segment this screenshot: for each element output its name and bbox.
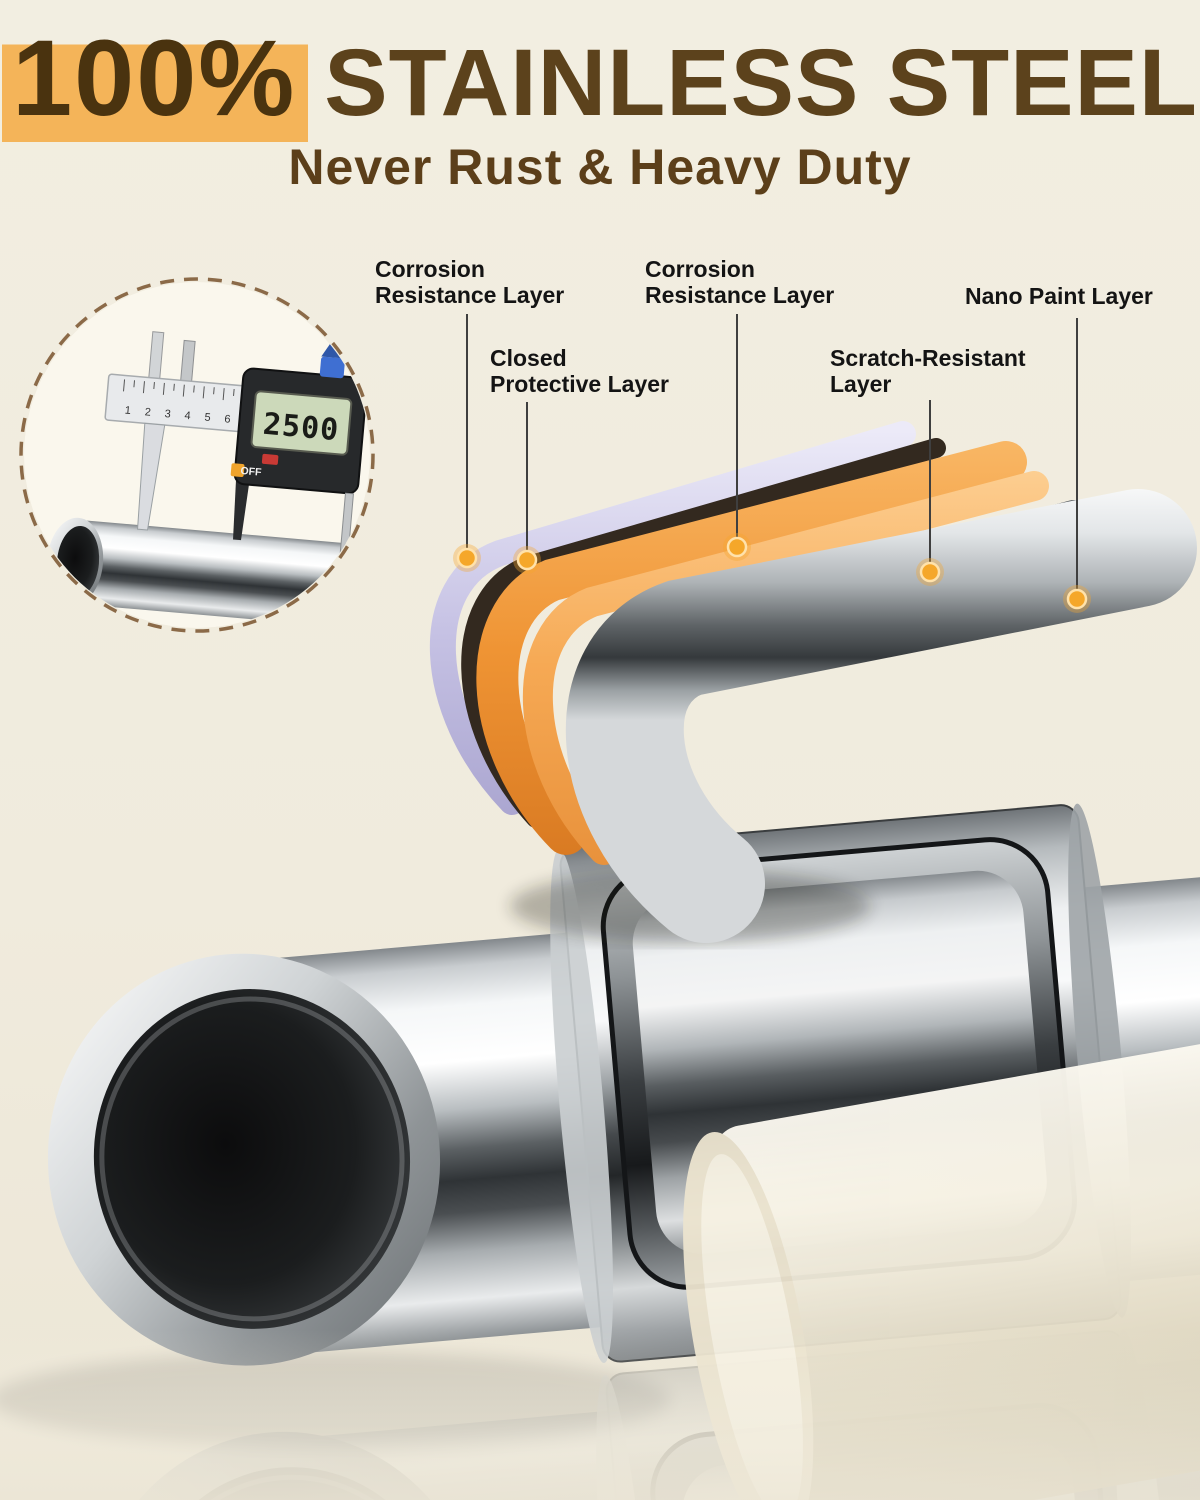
sleeve-left-cap [550,848,613,1364]
caliper-inset: 1 2 3 4 5 6 2500 OFF [19,277,375,633]
callout-line: Nano Paint Layer [965,283,1153,309]
layer-dot-4 [916,558,944,586]
callout-line: Protective Layer [490,371,669,397]
scale-number: 2 [144,406,151,418]
scale-number: 4 [184,410,191,422]
scale-number: 1 [124,405,131,417]
callout-scratch-resistant: Scratch-Resistant Layer [830,345,1026,397]
caliper-off-label: OFF [240,465,263,479]
callout-line: Resistance Layer [645,282,835,308]
tube-bore [93,989,411,1329]
inset-dashed-border [19,277,375,633]
callout-line: Layer [830,371,892,397]
caliper-scale-numbers: 1 2 3 4 5 6 [124,405,231,426]
page-subtitle: Never Rust & Heavy Duty [288,139,912,196]
title-rest: STAINLESS STEEL [324,30,1198,136]
caliper-clamp-screw [319,356,345,379]
layer-sheet-corrosion-resistance-2 [476,441,1027,855]
tube-opening [47,953,441,1366]
layer-stack [429,421,1197,943]
callout-line: Scratch-Resistant [830,345,1026,371]
scale-number: 6 [224,413,231,425]
scale-number: 5 [204,412,211,424]
caliper-fixed-jaw [137,422,166,531]
leader-lines [466,314,1078,593]
layer-sheet-nano-paint-chrome [565,489,1197,943]
callout-nano-paint: Nano Paint Layer [965,283,1153,309]
layer-sheet-corrosion-resistance-1 [429,421,916,815]
caliper-red-button [261,453,279,465]
floor-fade [0,1330,1200,1500]
header: 100%STAINLESS STEEL Never Rust & Heavy D… [0,17,1200,196]
layer-dot-3 [723,533,751,561]
layer-dots [453,533,1091,613]
caliper-display-value: 2500 [262,407,341,449]
caliper-orange-button [230,463,245,477]
callout-corrosion-resistance-2: Corrosion Resistance Layer [645,256,834,308]
page-title: 100%STAINLESS STEEL [0,17,1200,142]
tube-bore-highlight [99,996,405,1322]
scale-number: 3 [164,408,171,420]
callout-line: Resistance Layer [375,282,565,308]
layer-dot-2 [513,546,541,574]
callout-corrosion-resistance-1: Corrosion Resistance Layer [375,256,564,308]
title-highlight: 100% [2,17,309,142]
caliper-lcd [250,390,353,456]
layer-dot-5 [1063,585,1091,613]
callout-closed-protective: Closed Protective Layer [490,345,669,397]
callout-line: Corrosion [645,256,755,282]
callout-line: Closed [490,345,567,371]
digital-caliper: 1 2 3 4 5 6 2500 OFF [104,331,368,565]
layer-dot-1 [453,544,481,572]
callout-line: Corrosion [375,256,485,282]
layer-sheet-corrosion-resistance-2b [522,471,1049,865]
